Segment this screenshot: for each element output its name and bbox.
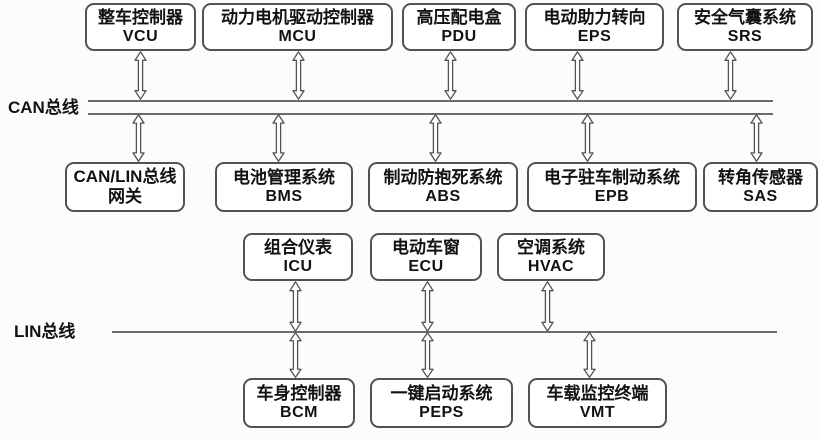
bidirectional-arrow-icon (291, 51, 305, 100)
bidirectional-arrow-icon (540, 281, 554, 332)
node-icu-abbr: ICU (283, 257, 313, 275)
can-bus-line-top (88, 100, 773, 102)
node-vmt-abbr: VMT (579, 403, 616, 421)
bidirectional-arrow-icon (749, 114, 763, 162)
node-peps: 一键启动系统 PEPS (370, 378, 513, 428)
node-vcu-abbr: VCU (122, 27, 159, 45)
node-eps-abbr: EPS (577, 27, 612, 45)
node-peps-abbr: PEPS (419, 403, 464, 421)
node-bcm: 车身控制器 BCM (243, 378, 355, 428)
node-hvac-name: 空调系统 (517, 237, 585, 257)
bidirectional-arrow-icon (271, 114, 285, 162)
node-pdu: 高压配电盒 PDU (402, 3, 516, 51)
node-pdu-abbr: PDU (441, 27, 477, 45)
node-mcu-abbr: MCU (278, 27, 317, 45)
bidirectional-arrow-icon (443, 51, 457, 100)
node-srs: 安全气囊系统 SRS (677, 3, 813, 51)
node-epb: 电子驻车制动系统 EPB (527, 162, 697, 212)
node-mcu: 动力电机驱动控制器 MCU (202, 3, 393, 51)
node-bms: 电池管理系统 BMS (215, 162, 353, 212)
bidirectional-arrow-icon (420, 281, 434, 332)
node-hvac-abbr: HVAC (527, 257, 575, 275)
node-sas: 转角传感器 SAS (703, 162, 818, 212)
node-srs-abbr: SRS (727, 27, 763, 45)
bidirectional-arrow-icon (133, 51, 147, 100)
node-abs-name: 制动防抱死系统 (383, 167, 503, 187)
node-hvac: 空调系统 HVAC (497, 233, 605, 281)
node-ecu: 电动车窗 ECU (370, 233, 482, 281)
node-pdu-name: 高压配电盒 (416, 7, 502, 27)
bidirectional-arrow-icon (723, 51, 737, 100)
can-bus-label: CAN总线 (8, 98, 79, 117)
node-mcu-name: 动力电机驱动控制器 (221, 7, 374, 27)
node-icu: 组合仪表 ICU (243, 233, 353, 281)
node-bms-abbr: BMS (265, 187, 303, 205)
can-bus-line-bottom (88, 113, 773, 115)
node-abs: 制动防抱死系统 ABS (368, 162, 518, 212)
bidirectional-arrow-icon (428, 114, 442, 162)
node-sas-abbr: SAS (743, 187, 778, 205)
node-gateway-name2: 网关 (108, 187, 142, 206)
node-epb-name: 电子驻车制动系统 (544, 167, 680, 187)
node-vmt-name: 车载监控终端 (546, 383, 649, 403)
node-epb-abbr: EPB (594, 187, 630, 205)
bidirectional-arrow-icon (131, 114, 145, 162)
node-gateway: CAN/LIN总线 网关 (65, 162, 185, 212)
node-eps-name: 电动助力转向 (543, 7, 646, 27)
lin-bus-label: LIN总线 (14, 322, 76, 341)
node-srs-name: 安全气囊系统 (694, 7, 796, 27)
node-eps: 电动助力转向 EPS (525, 3, 664, 51)
bidirectional-arrow-icon (570, 51, 584, 100)
node-abs-abbr: ABS (425, 187, 461, 205)
bidirectional-arrow-icon (288, 332, 302, 378)
node-icu-name: 组合仪表 (264, 237, 332, 257)
node-ecu-abbr: ECU (408, 257, 444, 275)
node-bms-name: 电池管理系统 (233, 167, 335, 187)
bidirectional-arrow-icon (582, 332, 596, 378)
node-vmt: 车载监控终端 VMT (528, 378, 667, 428)
bidirectional-arrow-icon (420, 332, 434, 378)
node-bcm-abbr: BCM (280, 403, 318, 421)
node-bcm-name: 车身控制器 (256, 383, 342, 403)
node-sas-name: 转角传感器 (718, 167, 803, 187)
bidirectional-arrow-icon (288, 281, 302, 332)
bidirectional-arrow-icon (580, 114, 594, 162)
node-gateway-name: CAN/LIN总线 (73, 166, 177, 186)
node-ecu-name: 电动车窗 (392, 237, 460, 257)
node-vcu-name: 整车控制器 (98, 7, 183, 27)
node-peps-name: 一键启动系统 (390, 383, 493, 403)
lin-bus-line (112, 331, 777, 333)
node-vcu: 整车控制器 VCU (85, 3, 196, 51)
